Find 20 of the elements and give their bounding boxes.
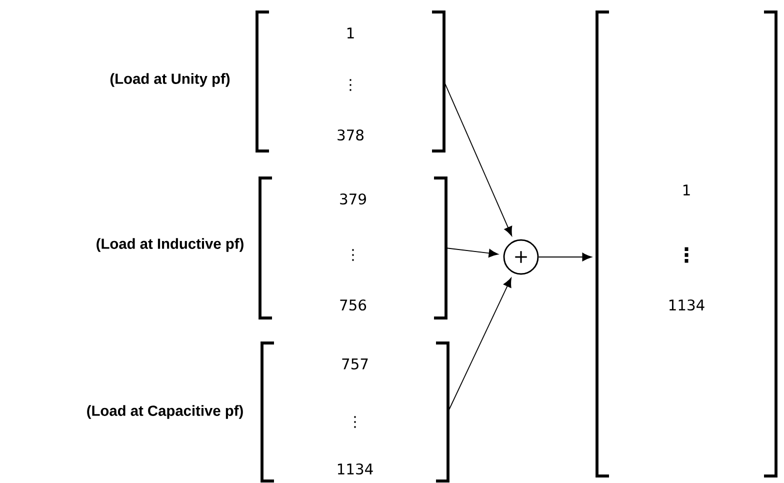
vector-entry: ⋮ <box>352 249 354 261</box>
arrow <box>445 248 498 258</box>
vector-entry: 1134 <box>669 299 704 311</box>
vector-entry: 1 <box>347 28 354 38</box>
vector-entry: ⋮ <box>350 79 352 91</box>
arrow <box>444 81 512 236</box>
vector-entry: 1 <box>683 184 690 196</box>
vector-entry: 379 <box>340 193 366 205</box>
arrow <box>538 252 592 262</box>
vector-entry: 1134 <box>338 463 373 475</box>
vector-entry: ⋮ <box>354 416 356 428</box>
vector-entry: ⋮ <box>684 247 688 263</box>
side-label: (Load at Capacitive pf) <box>87 405 243 419</box>
vector-entry: 378 <box>338 129 364 141</box>
vector-entry: 756 <box>340 299 366 311</box>
side-label: (Load at Inductive pf) <box>96 238 244 252</box>
vector-entry: 757 <box>342 358 368 370</box>
side-label: (Load at Unity pf) <box>110 73 230 87</box>
arrow <box>447 278 512 412</box>
summing-junction: + <box>503 239 539 275</box>
